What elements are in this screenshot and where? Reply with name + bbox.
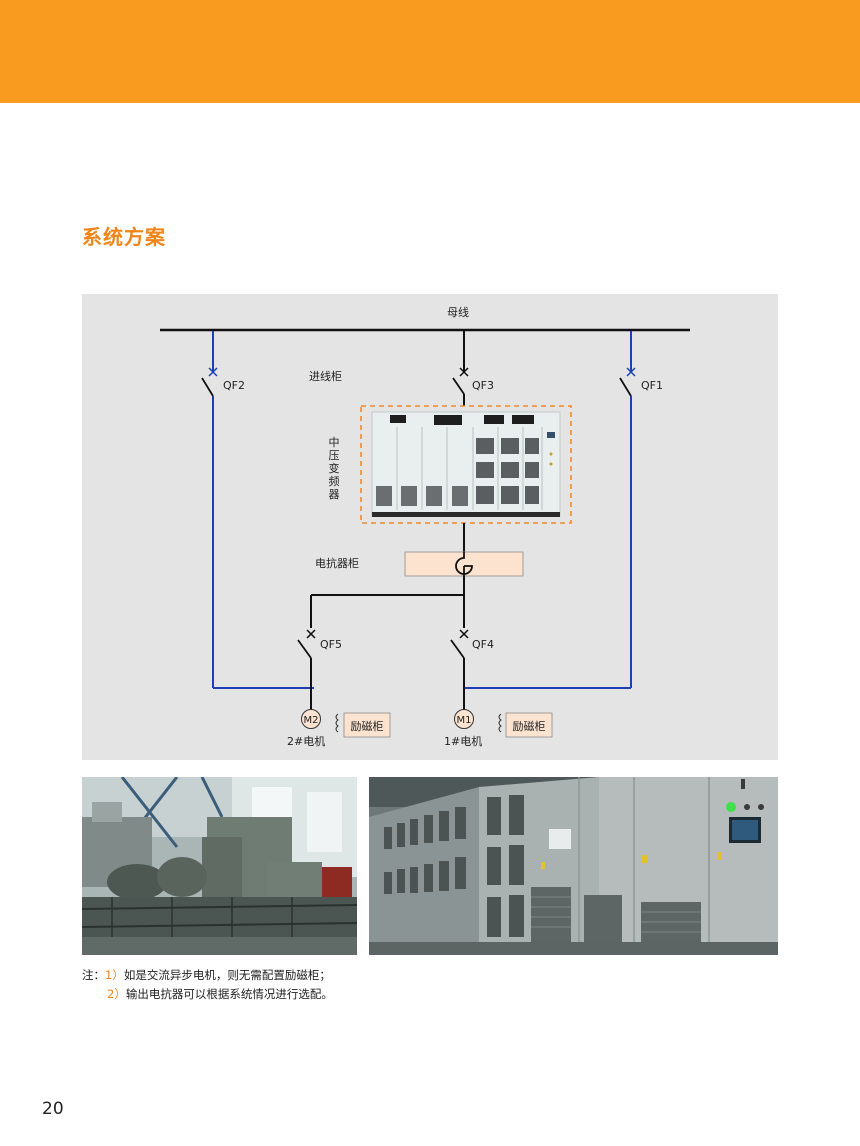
note-1-text: 如是交流异步电机，则无需配置励磁柜；	[123, 968, 331, 982]
note-2-number: 2）	[107, 987, 126, 1001]
qf5-breaker	[297, 629, 316, 710]
m1-exciter-label: 励磁柜	[513, 720, 546, 733]
note-line-2: 2）输出电抗器可以根据系统情况进行选配。	[82, 985, 333, 1004]
vfd-cabinet-photo	[369, 777, 778, 955]
m1-symbol-text: M1	[457, 715, 472, 726]
notes: 注：1）如是交流异步电机，则无需配置励磁柜； 2）输出电抗器可以根据系统情况进行…	[82, 966, 333, 1004]
vfd-outline	[360, 405, 572, 524]
qf1-breaker	[464, 331, 636, 689]
m1-exciter-coil-icon	[498, 713, 502, 733]
wiring-diagram-svg: 母线 QF2 QF1 QF3 进线柜	[160, 305, 690, 748]
qf2-label: QF2	[223, 379, 245, 392]
qf3-breaker	[452, 331, 469, 406]
incoming-cabinet-label: 进线柜	[309, 369, 342, 383]
note-prefix: 注：	[82, 968, 105, 982]
system-diagram: 母线 QF2 QF1 QF3 进线柜	[82, 294, 778, 760]
note-line-1: 注：1）如是交流异步电机，则无需配置励磁柜；	[82, 966, 333, 985]
qf1-label: QF1	[641, 379, 663, 392]
bus-label: 母线	[447, 305, 469, 319]
motor-room-photo	[82, 777, 357, 955]
m2-exciter-box	[343, 712, 391, 738]
qf4-label: QF4	[472, 638, 494, 651]
header-band	[0, 0, 860, 103]
qf5-label: QF5	[320, 638, 342, 651]
m1-exciter-box	[505, 712, 553, 738]
vfd-label: 中压变频器	[329, 436, 340, 501]
note-2-text: 输出电抗器可以根据系统情况进行选配。	[125, 987, 333, 1001]
reactor-symbol	[455, 552, 473, 575]
m1-motor-symbol	[454, 709, 474, 729]
note-1-number: 1）	[105, 968, 124, 982]
qf4-breaker	[450, 629, 469, 710]
m2-symbol-text: M2	[304, 715, 319, 726]
m2-exciter-label: 励磁柜	[351, 720, 384, 733]
section-title: 系统方案	[82, 225, 166, 249]
m2-label: 2#电机	[287, 734, 325, 748]
m1-label: 1#电机	[444, 734, 482, 748]
reactor-label: 电抗器柜	[315, 556, 359, 570]
vfd-cabinet-image	[371, 411, 561, 517]
qf2-breaker	[201, 331, 314, 689]
qf3-label: QF3	[472, 379, 494, 392]
page-number: 20	[42, 1099, 64, 1119]
m2-motor-symbol	[301, 709, 321, 729]
m2-exciter-coil-icon	[335, 713, 339, 733]
